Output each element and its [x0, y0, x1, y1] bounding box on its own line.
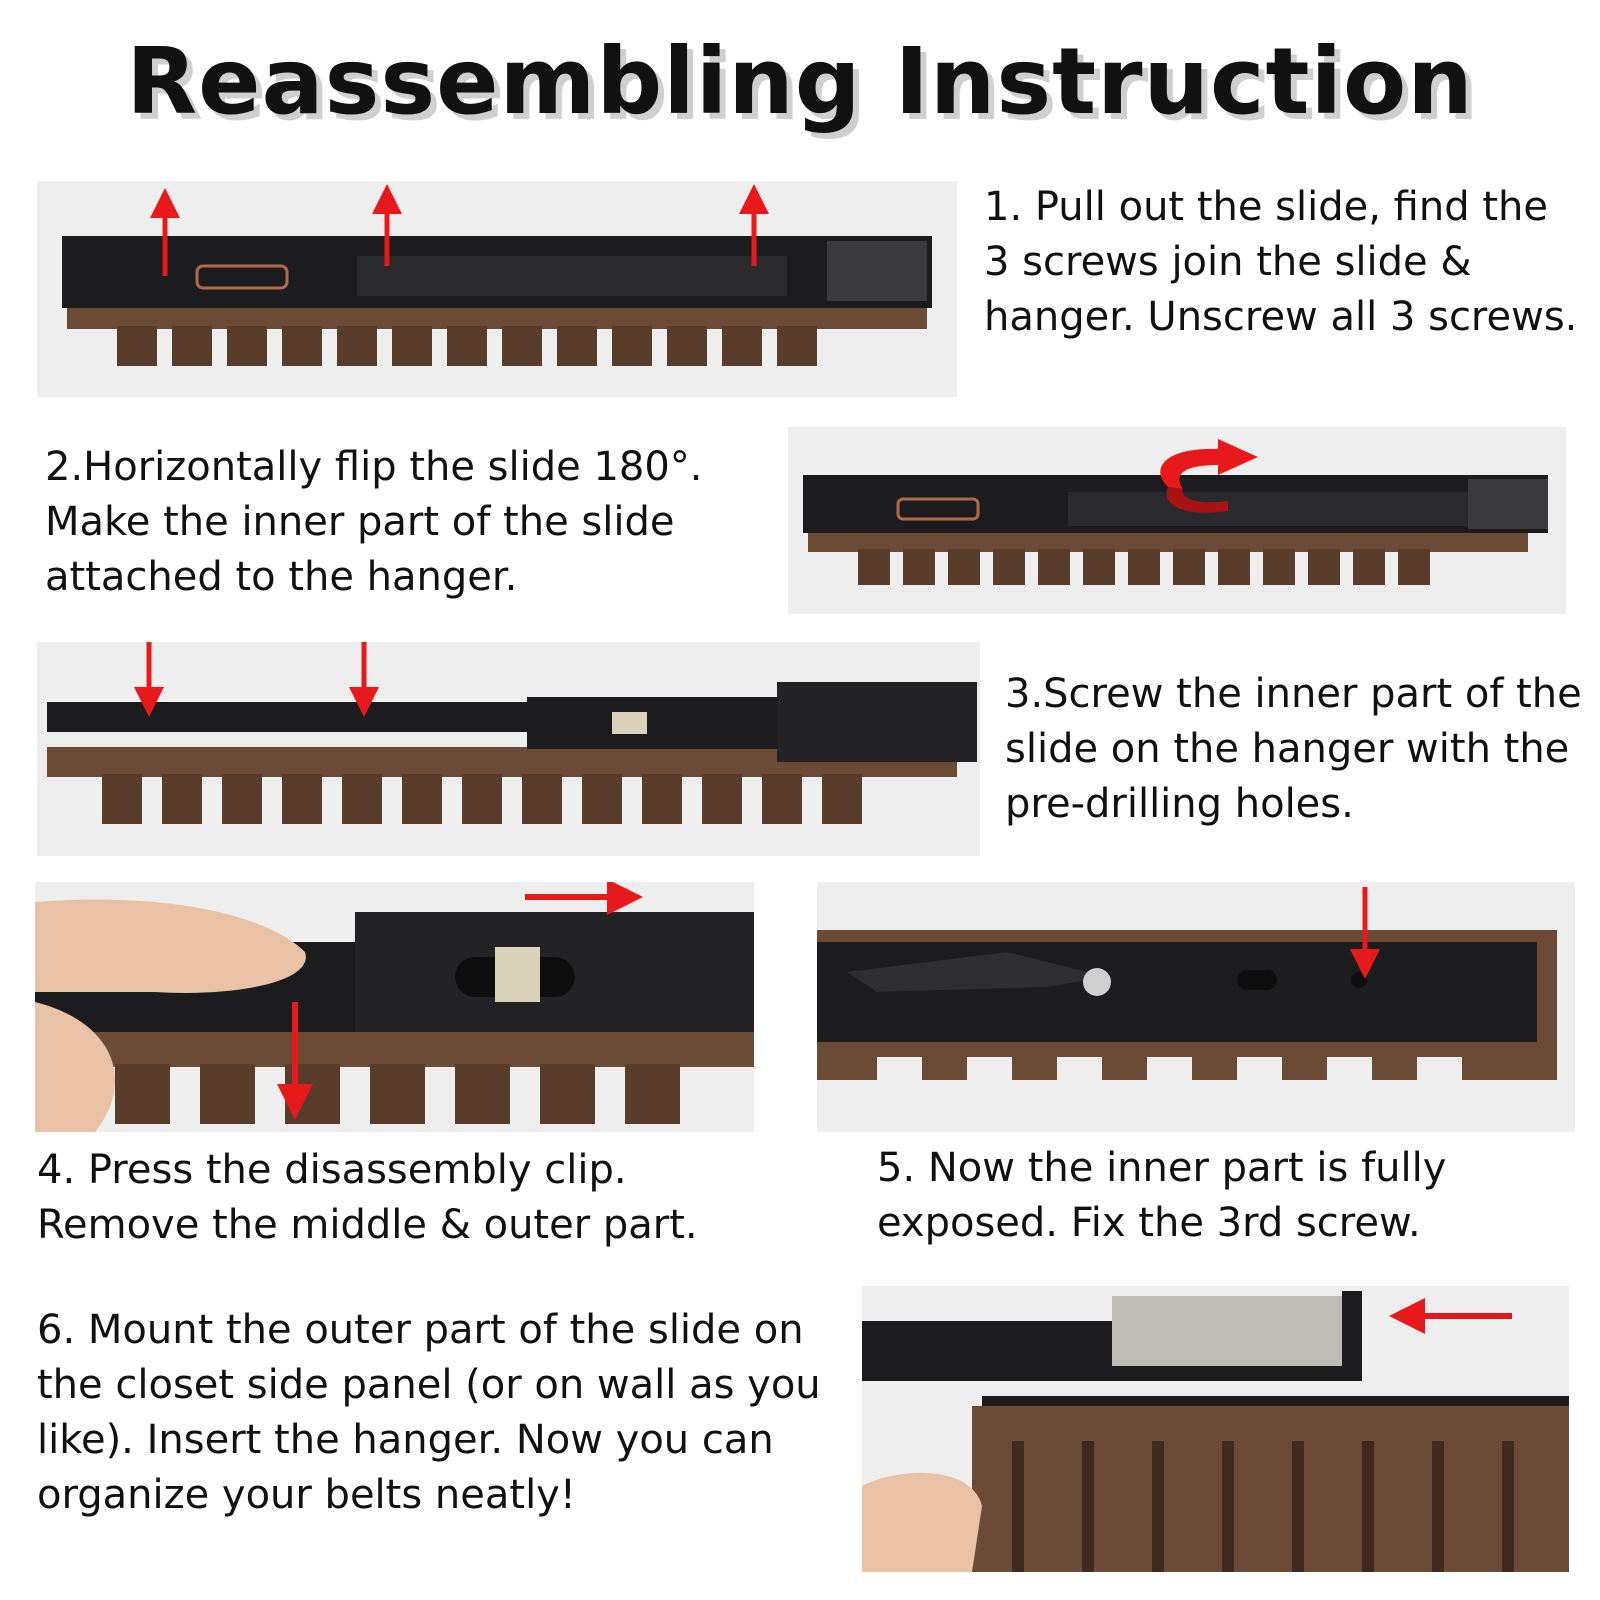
down-arrows — [134, 642, 379, 717]
step-5-photo — [817, 882, 1575, 1132]
clip-arrows — [277, 882, 643, 1120]
step-1-text: 1. Pull out the slide, find the 3 screws… — [984, 184, 1578, 340]
up-arrows — [150, 184, 769, 276]
hanger-wood — [67, 301, 927, 366]
hanger-wood — [808, 527, 1528, 585]
hanger-wood — [35, 1022, 754, 1124]
slide-rail — [862, 1291, 1569, 1412]
page-title: Reassembling Instruction — [126, 28, 1474, 135]
step-3-text: 3.Screw the inner part of the slide on t… — [1005, 671, 1582, 827]
hanger-wood — [47, 747, 957, 824]
step-2-photo — [788, 427, 1566, 614]
flip-arrow — [1160, 439, 1258, 513]
step-2-text: 2.Horizontally flip the slide 180°. Make… — [45, 444, 703, 600]
hand — [862, 1472, 982, 1572]
step-1-photo — [37, 181, 957, 397]
slide-rail — [817, 942, 1537, 1042]
step-3-photo — [37, 642, 980, 856]
step-4-photo — [35, 882, 754, 1132]
step-5-text: 5. Now the inner part is fully exposed. … — [877, 1145, 1447, 1246]
step-4-text: 4. Press the disassembly clip. Remove th… — [37, 1147, 698, 1248]
step-6-photo — [862, 1286, 1569, 1572]
slide-rail — [62, 236, 932, 308]
hanger-wood — [972, 1406, 1569, 1572]
step-6-text: 6. Mount the outer part of the slide on … — [37, 1307, 821, 1518]
finger — [35, 899, 306, 993]
slide-rail — [47, 682, 977, 762]
